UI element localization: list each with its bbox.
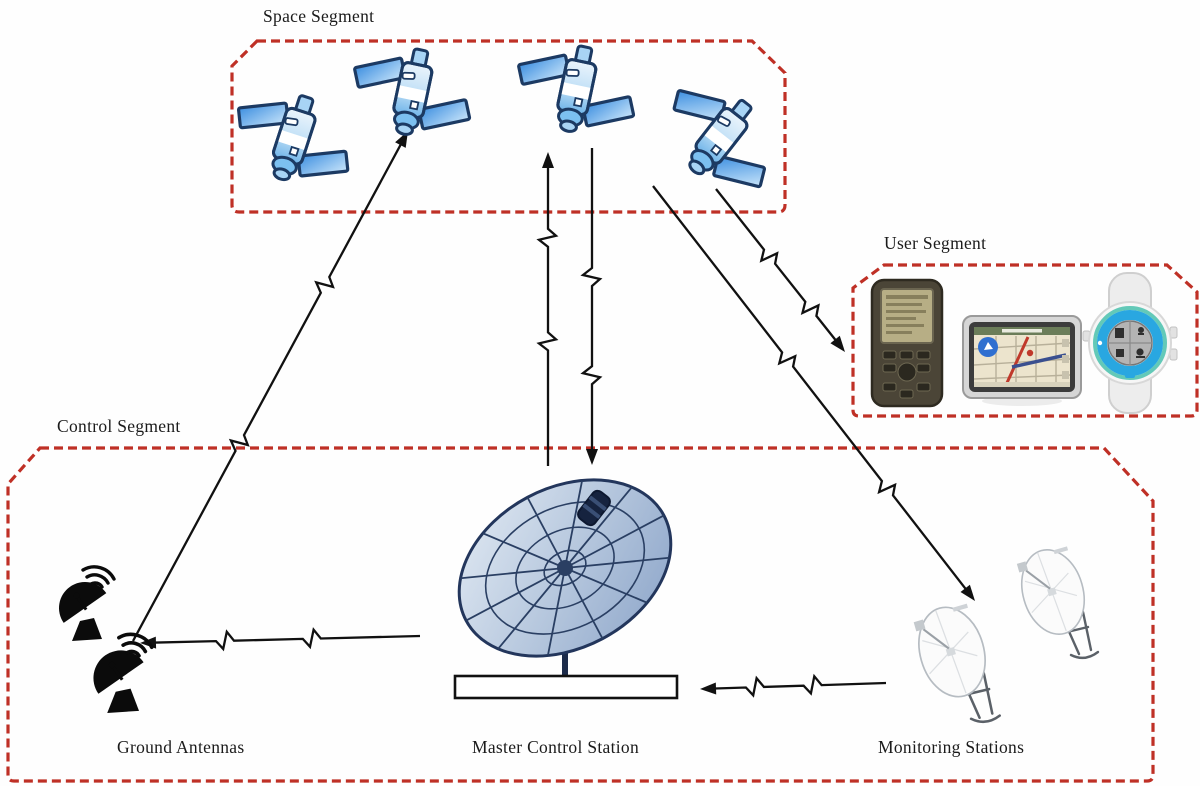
ground-antennas-to-satellite-uplink	[131, 140, 404, 642]
ground-antennas-label: Ground Antennas	[117, 737, 245, 757]
master-dish-icon	[453, 478, 679, 700]
master-station-to-ground-antennas-cmd	[150, 627, 421, 652]
satellite-to-user-segment-downlink	[715, 188, 840, 345]
user-segment-label: User Segment	[884, 233, 987, 253]
gps-watch-icon	[1082, 272, 1178, 414]
satellite-icon	[643, 63, 798, 211]
master-control-station-label: Master Control Station	[472, 737, 640, 757]
space-segment-label: Space Segment	[263, 6, 375, 26]
master-station-to-space-uplink-arrowhead	[542, 152, 554, 168]
ground-antenna-icon	[47, 565, 116, 643]
control-segment-box	[6, 446, 1155, 783]
monitoring-dish-icon	[907, 598, 1001, 724]
satellite-to-user-segment-downlink-arrowhead	[830, 335, 845, 352]
user-segment-box	[851, 263, 1199, 418]
handheld-gps-icon	[870, 278, 944, 408]
car-navigator-icon	[962, 315, 1082, 406]
monitoring-to-master-station-data-arrowhead	[700, 682, 717, 695]
satellite-icon	[505, 32, 648, 146]
satellite-to-monitoring-downlink	[652, 185, 970, 594]
space-segment-box	[230, 39, 787, 214]
control-segment-label: Control Segment	[57, 416, 181, 436]
dish-feed-horn	[577, 489, 611, 527]
satellite-icon	[341, 35, 484, 149]
satellite-to-monitoring-downlink-arrowhead	[960, 584, 975, 601]
master-station-to-space-uplink	[536, 163, 559, 466]
dish-base-pedestal	[453, 674, 679, 700]
ground-antenna-icon	[80, 632, 154, 715]
space-to-master-station-downlink-arrowhead	[586, 449, 598, 465]
monitoring-to-master-station-data	[710, 673, 887, 698]
monitoring-stations-label: Monitoring Stations	[878, 737, 1025, 757]
monitoring-dish-icon	[1011, 541, 1100, 660]
satellite-icon	[219, 76, 368, 200]
space-to-master-station-downlink	[580, 148, 603, 454]
